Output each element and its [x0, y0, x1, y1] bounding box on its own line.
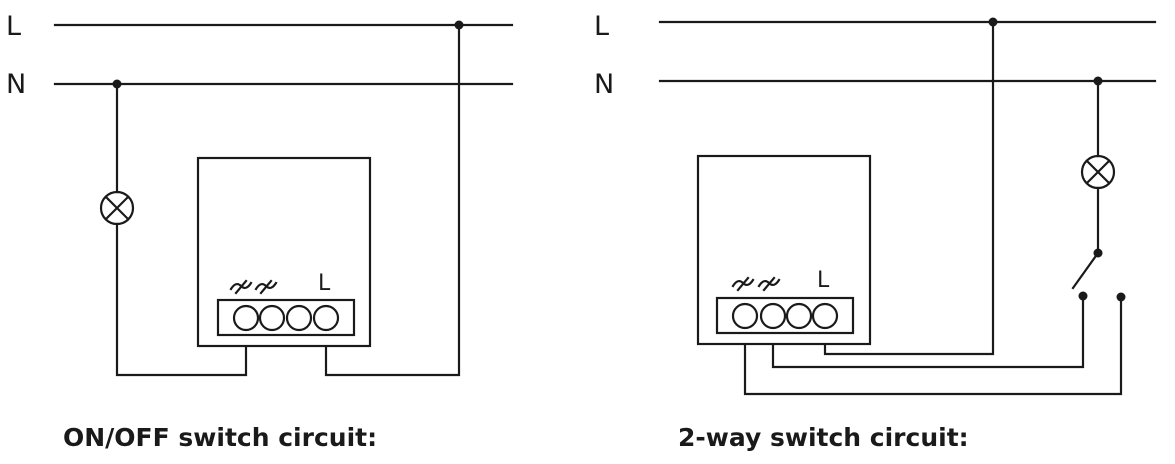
lamp-icon — [99, 190, 135, 226]
line-junction-node — [988, 17, 998, 27]
line-to-terminal-wire — [324, 23, 461, 377]
switch-input-symbol-icon — [731, 276, 781, 292]
terminal-l-label: L — [817, 268, 830, 293]
terminal-l — [312, 304, 340, 332]
line-junction-node — [454, 20, 464, 30]
terminal-2 — [258, 304, 286, 332]
switch-contact-2-wire — [743, 295, 1123, 396]
lamp-to-terminal-wire — [115, 222, 248, 377]
terminal-3 — [285, 304, 313, 332]
two-way-switch-icon — [1071, 248, 1126, 302]
switch-contact-1-wire — [771, 294, 1085, 369]
terminal-1 — [232, 304, 260, 332]
line-label: L — [594, 11, 609, 42]
neutral-label: N — [6, 69, 26, 100]
switch-input-symbol-icon — [229, 279, 278, 295]
terminal-l-label: L — [318, 271, 331, 296]
neutral-junction-node — [112, 79, 122, 89]
diagram-caption: ON/OFF switch circuit: — [63, 423, 377, 452]
terminal-l — [811, 302, 839, 330]
two-way-switch-diagram: L N — [594, 11, 1157, 452]
terminal-2 — [759, 302, 787, 330]
terminal-3 — [785, 302, 813, 330]
terminal-1 — [731, 302, 759, 330]
on-off-switch-diagram: L N L ON/O — [6, 11, 514, 452]
neutral-label: N — [594, 69, 614, 100]
diagram-caption: 2-way switch circuit: — [678, 423, 969, 452]
lamp-icon — [1080, 154, 1116, 190]
line-label: L — [6, 11, 21, 42]
neutral-junction-node — [1093, 76, 1103, 86]
